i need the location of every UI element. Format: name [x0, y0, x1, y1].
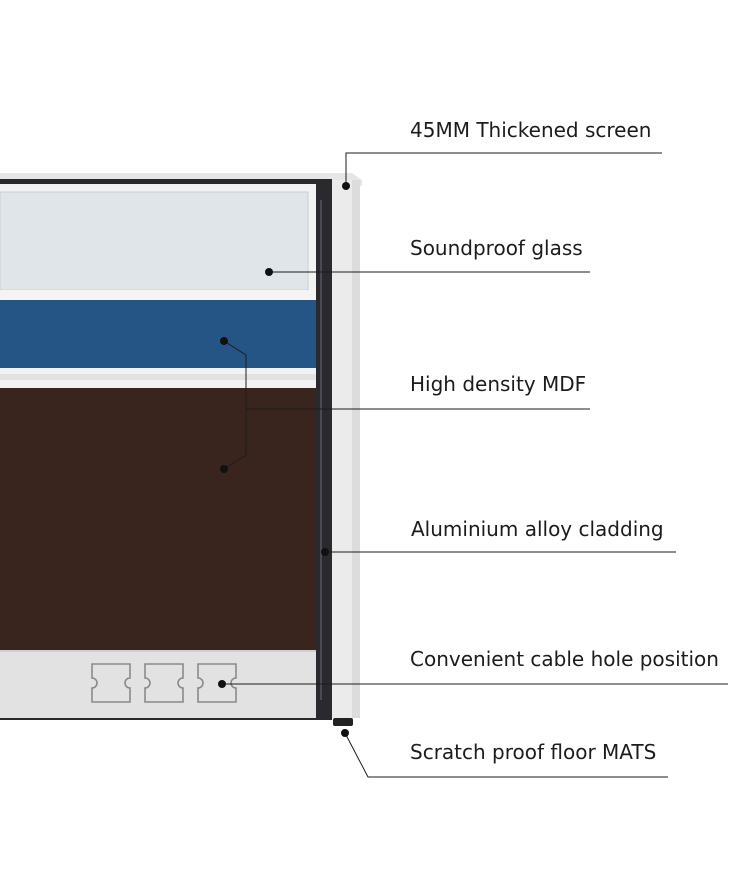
vertical-frame-member [316, 179, 330, 720]
callout-aluminium-cladding: Aluminium alloy cladding [411, 517, 664, 541]
dot-mdf-blue [220, 337, 228, 345]
aluminium-strip-top [0, 290, 316, 300]
cable-hole-3 [197, 663, 237, 703]
aluminium-strip-middle-line [0, 374, 316, 380]
dot-mdf-brown [220, 465, 228, 473]
vertical-frame-highlight [320, 200, 322, 700]
callout-soundproof-glass: Soundproof glass [410, 236, 583, 260]
dot-cable-hole [218, 680, 226, 688]
dot-soundproof-glass [265, 268, 273, 276]
cable-hole-grommets [91, 663, 237, 703]
floor-mat-foot [333, 718, 353, 726]
callout-cable-hole: Convenient cable hole position [410, 647, 719, 671]
callout-floor-mats: Scratch proof floor MATS [410, 740, 657, 764]
cable-hole-2 [144, 663, 184, 703]
soundproof-glass-panel [0, 191, 309, 291]
dot-aluminium-cladding [321, 548, 329, 556]
callout-thickened-screen: 45MM Thickened screen [410, 118, 652, 142]
mdf-blue-panel [0, 300, 316, 368]
leader-thickened-screen [345, 152, 662, 186]
callout-high-density-mdf: High density MDF [410, 372, 587, 396]
leader-dots [218, 182, 350, 737]
leader-mdf-blue [223, 340, 247, 470]
dot-thickened-screen [342, 182, 350, 190]
leader-floor-mats [344, 732, 668, 778]
aluminium-post-shade [352, 180, 360, 718]
leader-lines [222, 152, 728, 778]
mdf-brown-panel [0, 388, 316, 650]
dot-floor-mats [341, 729, 349, 737]
bottom-skirt-line [0, 650, 316, 652]
cable-hole-1 [91, 663, 131, 703]
